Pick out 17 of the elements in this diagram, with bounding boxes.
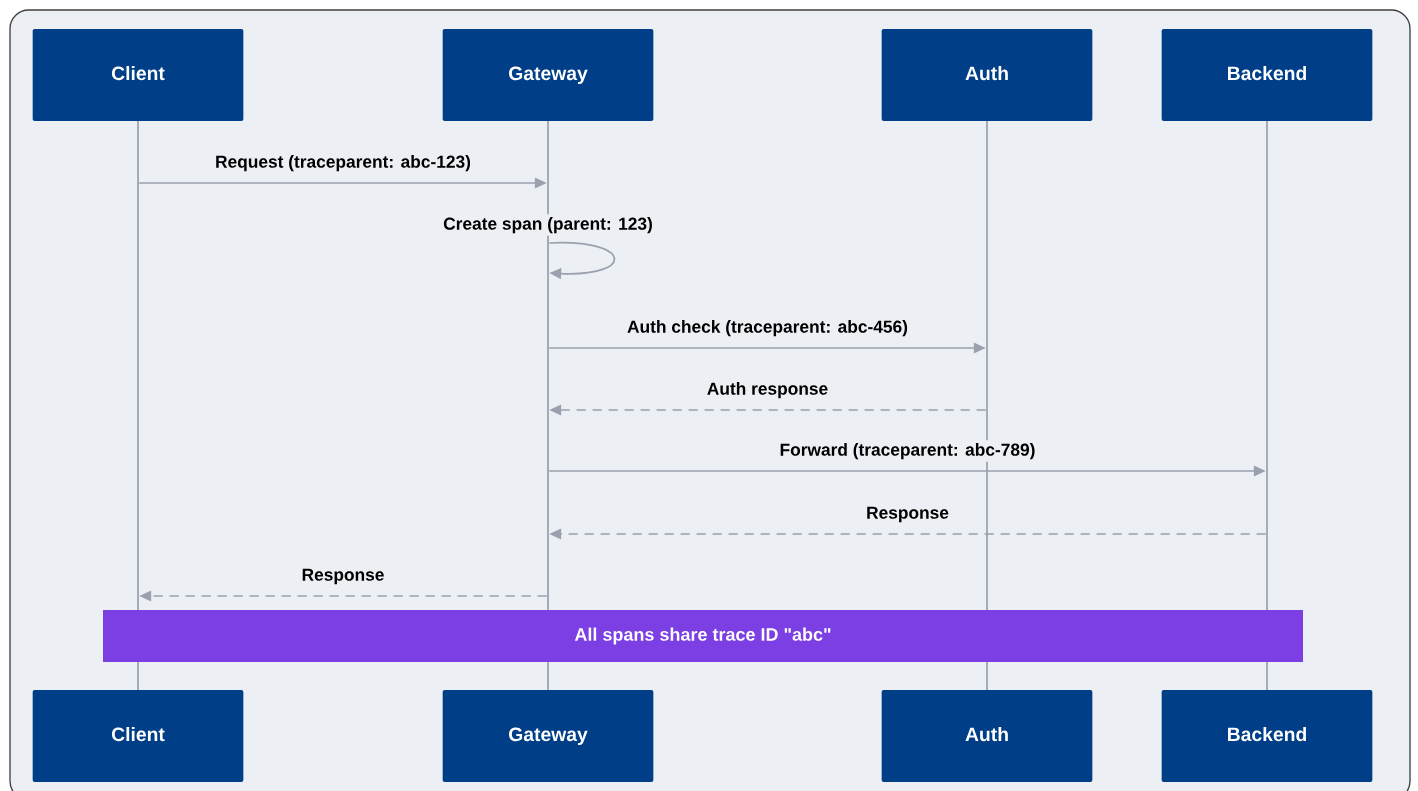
participant-box: Client [32,29,244,121]
participant-box: Backend [1161,690,1373,782]
participant-box: Gateway [442,29,654,121]
edge-label: Response [864,503,951,525]
edge-label: Forward (traceparent: abc-789) [777,440,1038,462]
edge-label: Create span (parent: 123) [441,214,655,236]
edge-label: Response [299,565,387,587]
edge-label: Request (traceparent: abc-123) [213,152,473,174]
edge-label: Auth check (traceparent: abc-456) [625,317,910,339]
participant-box: Client [32,690,244,782]
participant-box: Auth [881,29,1093,121]
edge-label: Auth response [704,379,831,401]
participant-box: Auth [881,690,1093,782]
participant-box: Gateway [442,690,654,782]
self-message-arrow [548,241,616,280]
note-band: All spans share trace ID "abc" [103,610,1303,662]
participant-box: Backend [1161,29,1373,121]
